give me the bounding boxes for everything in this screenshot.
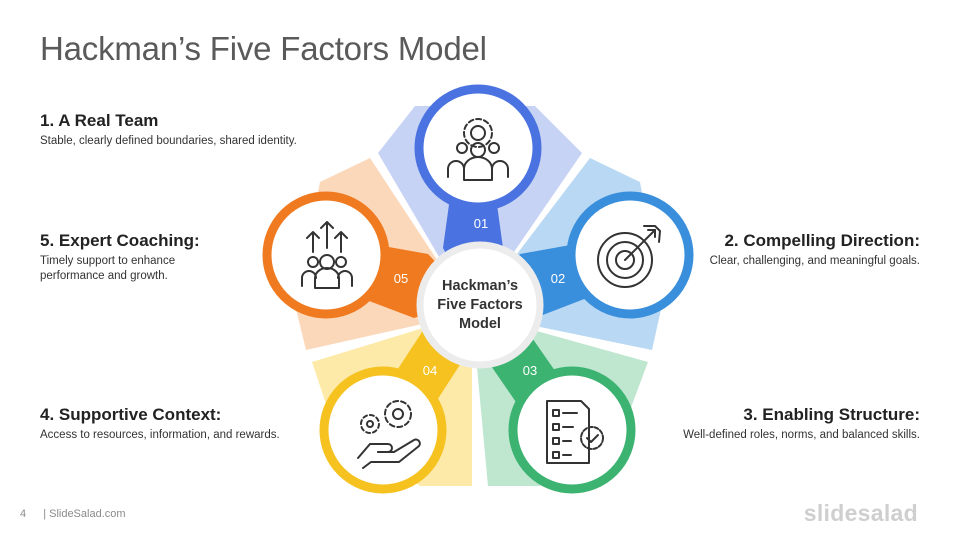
checklist-icon xyxy=(546,400,604,464)
factor-circle-4 xyxy=(319,366,447,494)
page-number: 4 xyxy=(20,508,27,520)
factor-4-text: 4. Supportive Context: Access to resourc… xyxy=(40,405,280,443)
center-label-line-3: Model xyxy=(459,316,501,332)
factor-5-description: Timely support to enhance performance an… xyxy=(40,255,176,282)
tab-number-5: 05 xyxy=(394,271,408,286)
factor-circle-3 xyxy=(508,366,636,494)
factor-5-text: 5. Expert Coaching: Timely support to en… xyxy=(40,231,230,284)
factor-1-description: Stable, clearly defined boundaries, shar… xyxy=(40,135,297,147)
factor-4-description: Access to resources, information, and re… xyxy=(40,429,280,441)
tab-number-2: 02 xyxy=(551,271,565,286)
factor-5-heading: 5. Expert Coaching: xyxy=(40,231,200,250)
factor-circle-1 xyxy=(414,84,542,212)
factor-circle-5 xyxy=(262,191,390,319)
factor-2-description: Clear, challenging, and meaningful goals… xyxy=(709,255,920,267)
factor-3-description: Well-defined roles, norms, and balanced … xyxy=(683,429,920,441)
brand-logo: slidesalad xyxy=(803,500,918,526)
target-icon xyxy=(597,225,661,288)
factor-3-heading: 3. Enabling Structure: xyxy=(743,405,920,424)
factor-circle-2 xyxy=(566,191,694,319)
factor-3-text: 3. Enabling Structure: Well-defined role… xyxy=(660,405,920,443)
center-circle: Hackman’s Five Factors Model xyxy=(416,241,544,369)
factor-1-text: 1. A Real Team Stable, clearly defined b… xyxy=(40,111,370,149)
footer: 4 | SlideSalad.com xyxy=(20,508,126,520)
center-label-line-1: Hackman’s xyxy=(442,278,518,294)
footer-source: | SlideSalad.com xyxy=(43,508,126,520)
factor-2-text: 2. Compelling Direction: Clear, challeng… xyxy=(690,231,920,269)
slide-title: Hackman’s Five Factors Model xyxy=(40,30,487,67)
factor-2-heading: 2. Compelling Direction: xyxy=(724,231,920,250)
factor-1-heading: 1. A Real Team xyxy=(40,111,159,130)
hand-gears-icon xyxy=(357,400,421,469)
factor-4-heading: 4. Supportive Context: xyxy=(40,405,222,424)
tab-number-3: 03 xyxy=(523,363,537,378)
center-label-line-2: Five Factors xyxy=(437,297,522,313)
growth-people-icon xyxy=(301,221,353,289)
team-gear-icon xyxy=(447,118,509,181)
tab-number-4: 04 xyxy=(423,363,437,378)
tab-number-1: 01 xyxy=(474,216,488,231)
